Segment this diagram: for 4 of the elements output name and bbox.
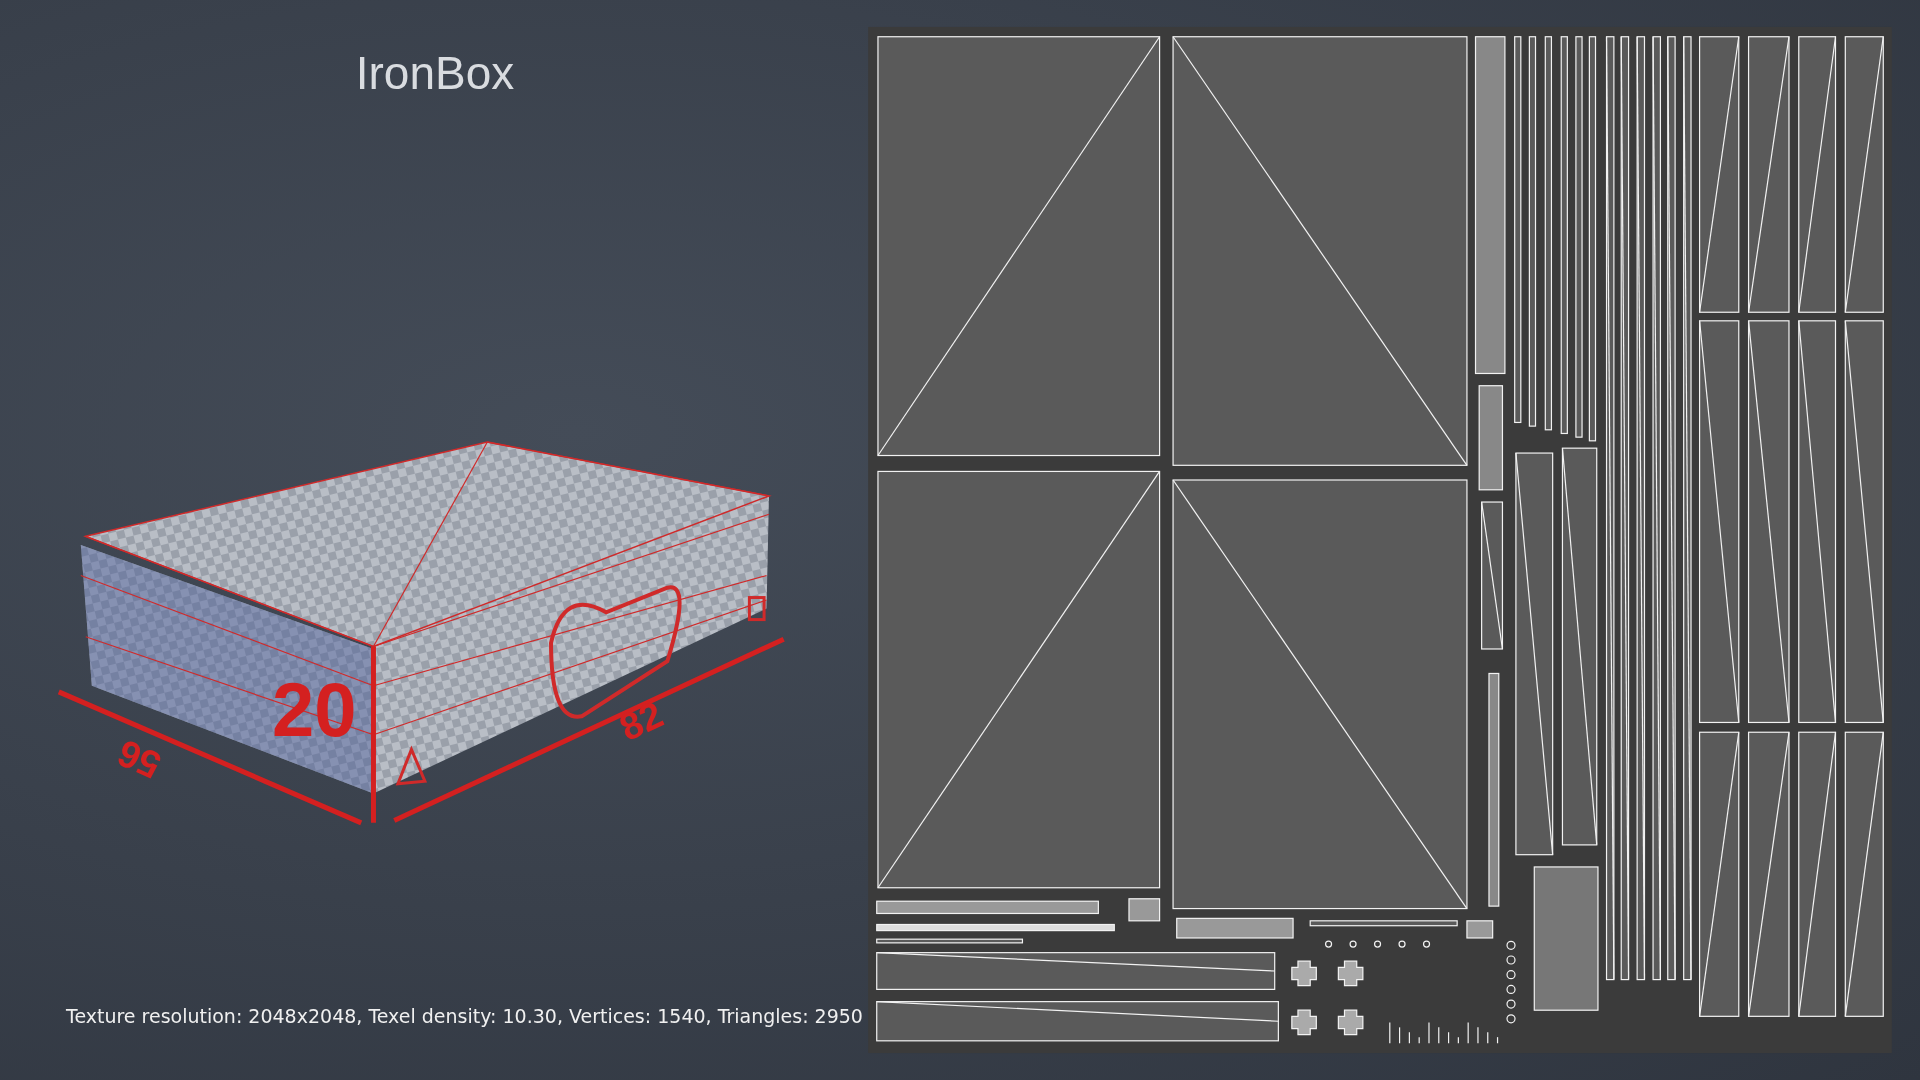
title: IronBox: [354, 46, 516, 100]
caption: Texture resolution: 2048x2048, Texel density: 10.30, Vertices: 1540, Triangles: 2950: [66, 1005, 863, 1027]
dimension-label: 82: [613, 694, 669, 748]
dimension-label: 56: [112, 733, 167, 785]
